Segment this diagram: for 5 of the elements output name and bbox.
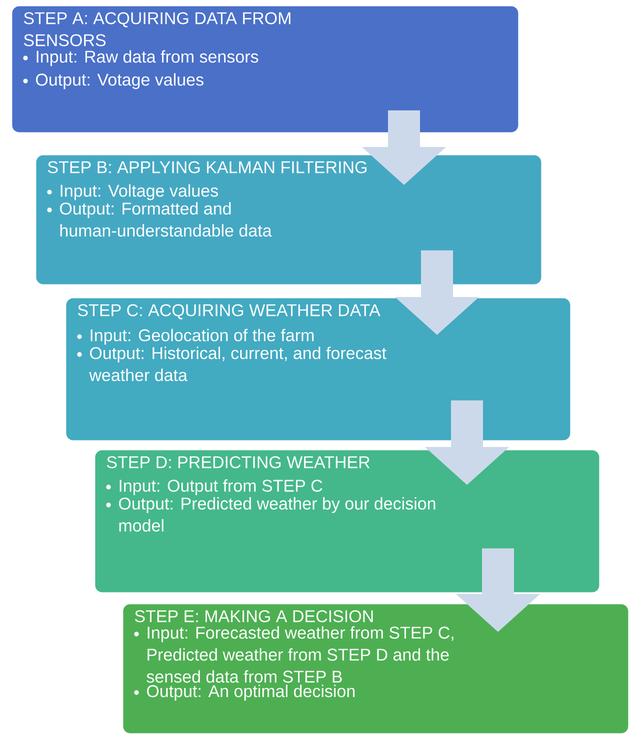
step-box: STEP A: ACQUIRING DATA FROM SENSORS Input: Raw data from sensors Output: Votage values [12, 6, 518, 132]
step-box: STEP D: PREDICTING WEATHER Input: Output from STEP C Output: Predicted weather by our decision model [95, 450, 600, 592]
step-box: STEP B: APPLYING KALMAN FILTERING Input: Voltage values Output: Formatted and human-understandable data [36, 155, 542, 284]
step-box: STEP E: MAKING A DECISION Input: Forecasted weather from STEP C, Predicted weather from STEP D and the sensed data from STEP B Output: An optimal decision [123, 604, 628, 734]
step-box: STEP C: ACQUIRING WEATHER DATA Input: Geolocation of the farm Output: Historical, current, and forecast weather data [66, 298, 570, 440]
